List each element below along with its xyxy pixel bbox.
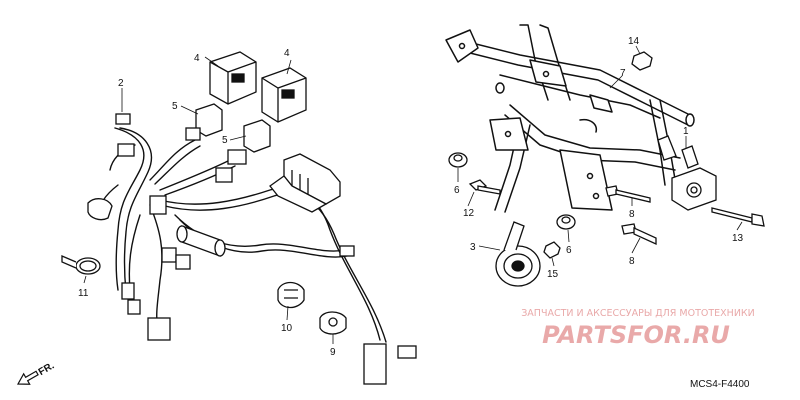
grommet-9 <box>319 311 347 335</box>
callout-2: 2 <box>118 78 124 89</box>
relay-left <box>209 51 257 105</box>
rubber-mount-6b <box>556 214 576 230</box>
rubber-mount-6a <box>448 152 468 168</box>
callout-5-left: 5 <box>172 101 178 112</box>
diagram-code: MCS4-F4400 <box>690 379 750 390</box>
bolt-8b <box>621 223 657 246</box>
front-label: FR. <box>37 360 57 378</box>
watermark-caption: ЗАПЧАСТИ И АКСЕССУАРЫ ДЛЯ МОТОТЕХНИКИ <box>521 308 755 319</box>
callout-3: 3 <box>470 242 476 253</box>
callout-labels: 4 4 2 5 5 11 10 9 14 7 1 6 12 8 13 3 6 8… <box>78 36 744 358</box>
connector-f <box>161 247 177 263</box>
connector-k <box>339 245 355 257</box>
connector-e <box>149 195 167 215</box>
watermark-logo: PARTSFOR.RU <box>542 321 730 349</box>
callout-6-right: 6 <box>566 245 572 256</box>
harness-clamp <box>87 198 113 221</box>
connector-l <box>363 343 387 385</box>
callout-8-upper: 8 <box>629 209 635 220</box>
small-parts-left <box>61 255 347 335</box>
callout-9: 9 <box>330 347 336 358</box>
relay-right <box>261 67 307 123</box>
callout-13: 13 <box>732 233 744 244</box>
headlight-stay-frame <box>445 24 695 213</box>
connector-d <box>215 167 233 183</box>
connector-i <box>127 299 141 315</box>
callout-15: 15 <box>547 269 559 280</box>
frame-small-parts <box>448 51 765 287</box>
callout-4-left: 4 <box>194 53 200 64</box>
nut-14 <box>631 51 653 71</box>
callout-1: 1 <box>683 126 689 137</box>
callout-14: 14 <box>628 36 640 47</box>
callout-8-lower: 8 <box>629 256 635 267</box>
cable-band-11 <box>61 255 101 275</box>
bolt-13 <box>711 207 765 227</box>
cylindrical-component <box>176 225 226 257</box>
leader-lines <box>83 45 743 344</box>
connector-b <box>185 127 201 141</box>
fuse-box <box>269 153 341 213</box>
front-arrow-icon <box>16 370 39 385</box>
connector-g <box>175 254 191 270</box>
connector-c <box>227 149 247 165</box>
watermark: ЗАПЧАСТИ И АКСЕССУАРЫ ДЛЯ МОТОТЕХНИКИ PA… <box>521 308 755 349</box>
callout-12: 12 <box>463 208 475 219</box>
nut-15 <box>543 241 561 259</box>
connector-j <box>147 317 171 341</box>
connector-m <box>397 345 417 359</box>
callout-6-left: 6 <box>454 185 460 196</box>
grommet-10 <box>277 281 305 309</box>
bracket-1 <box>657 135 717 211</box>
bolt-8a <box>605 185 651 203</box>
bolt-12 <box>468 179 501 195</box>
connector-h <box>121 282 135 300</box>
horn-3 <box>495 221 541 287</box>
callout-7: 7 <box>620 68 626 79</box>
connector-2 <box>115 113 131 125</box>
callout-4-right: 4 <box>284 48 290 59</box>
front-direction-marker: FR. <box>16 360 57 385</box>
relay-socket-right <box>243 119 271 153</box>
connector-a <box>117 143 135 157</box>
harness-components <box>87 51 417 385</box>
callout-11: 11 <box>78 288 89 299</box>
callout-5-right: 5 <box>222 135 228 146</box>
callout-10: 10 <box>281 323 293 334</box>
